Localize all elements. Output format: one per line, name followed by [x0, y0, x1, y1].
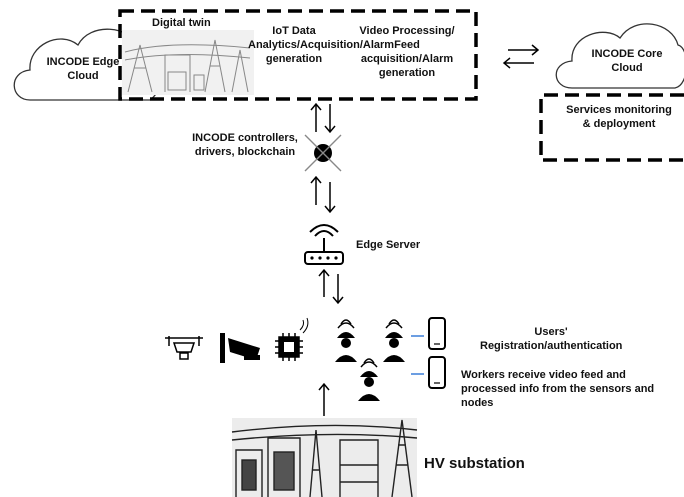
core-cloud-shape [555, 23, 684, 89]
hv-substation-image [231, 418, 418, 497]
edge-server-label: Edge Server [356, 239, 421, 251]
worker-icon-1 [335, 319, 357, 362]
worker-icon-3 [358, 358, 380, 401]
cloud-exchange-arrows [502, 44, 540, 69]
worker-icon-2 [383, 319, 405, 362]
users-registration-label: Users' Registration/authentication [480, 326, 623, 352]
router-icon [304, 224, 344, 265]
digital-twin-box [118, 9, 478, 101]
smartphone-icon-2 [428, 356, 446, 389]
iot-analytics-label: IoT Data Analytics/Acquisition/Alarm gen… [248, 25, 395, 65]
video-processing-label: Video Processing/ Feed acquisition/Alarm… [359, 25, 455, 79]
core-cloud-label: INCODE Core Cloud [591, 48, 663, 74]
arrows-controller-server [310, 175, 336, 214]
services-box [539, 93, 684, 162]
cctv-camera-icon [220, 333, 260, 363]
services-label: Services monitoring & deployment [566, 104, 672, 130]
arrows-server-devices [318, 268, 344, 305]
smartphone-icon-1 [428, 317, 446, 350]
controller-switch-icon [304, 134, 342, 172]
arrow-substation-up [318, 382, 330, 416]
sensor-chip-icon [275, 317, 309, 361]
drone-icon [165, 336, 203, 360]
controllers-label: INCODE controllers, drivers, blockchain [192, 132, 298, 158]
digital-twin-image [122, 30, 254, 95]
workers-feed-label: Workers receive video feed and processed… [461, 369, 655, 409]
edge-cloud-label: INCODE Edge Cloud [46, 56, 120, 82]
digital-twin-title: Digital twin [152, 17, 211, 29]
hv-substation-label: HV substation [424, 455, 525, 472]
arrows-twin-controller [310, 102, 336, 134]
